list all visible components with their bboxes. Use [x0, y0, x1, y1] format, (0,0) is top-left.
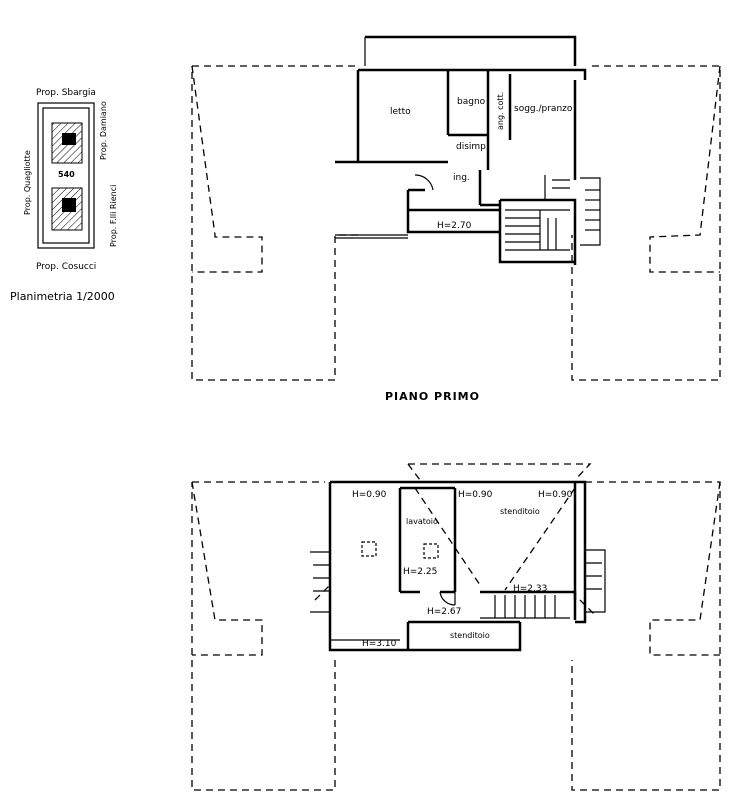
attic-dormer-outline	[407, 463, 592, 481]
laundry-door-swing	[439, 591, 456, 606]
balcony-top-wall	[365, 35, 577, 66]
side-stair	[580, 177, 601, 246]
site-parcel-number: 540	[58, 170, 75, 179]
neighbor-west-label: Prop. Quagliotte	[23, 150, 32, 215]
bathroom-walls	[446, 70, 490, 170]
attic-side-stair-right	[585, 549, 606, 613]
attic-height-mid-top: H=0.90	[458, 490, 493, 500]
first-floor-height-label: H=2.70	[437, 221, 472, 231]
small-stair	[544, 175, 570, 201]
attic-height-laundry: H=2.25	[403, 567, 437, 577]
drying-room-bottom-walls	[406, 620, 520, 650]
site-building-core-lower	[62, 198, 76, 212]
room-kitchenette-label: ang. cott.	[496, 92, 505, 130]
attic-side-stair-left	[310, 551, 331, 613]
storage-walls	[406, 170, 500, 234]
attic-plan: H=0.90 H=0.90 H=0.90 lavatoio stenditoio…	[191, 463, 721, 791]
attic-outer-walls	[328, 480, 587, 652]
neighbor-north-label: Prop. Sbargia	[36, 88, 96, 98]
site-building-core-upper	[62, 133, 76, 145]
attic-stairwell	[480, 590, 577, 620]
attic-roof-ridge-left	[191, 481, 263, 656]
room-drying-bottom-label: stenditoio	[450, 631, 490, 640]
attic-roof-outline	[191, 481, 721, 791]
room-laundry-label: lavatoio	[406, 517, 438, 526]
roof-ridge-right	[649, 65, 721, 273]
attic-height-stair: H=2.33	[513, 584, 547, 594]
neighbor-east-top-label: Prop. Damiano	[99, 101, 108, 160]
main-stairwell	[505, 209, 570, 251]
room-drying-top-label: stenditoio	[500, 507, 540, 516]
room-bathroom-label: bagno	[457, 97, 486, 107]
room-hallway-label: disimp.	[456, 142, 489, 152]
attic-height-right-top: H=0.90	[538, 490, 573, 500]
room-entrance-label: ing.	[453, 173, 470, 183]
stairwell-walls	[498, 198, 577, 265]
room-living-label: sogg./pranzo	[514, 104, 573, 114]
room-bedroom-label: letto	[390, 107, 411, 117]
attic-roof-ridge-right	[649, 481, 721, 656]
entrance-door-swing	[414, 174, 434, 191]
neighbor-south-label: Prop. Cosucci	[36, 262, 96, 272]
first-floor-walls	[335, 68, 587, 180]
attic-height-left-top: H=0.90	[352, 490, 387, 500]
site-parcel-inner	[42, 107, 90, 244]
site-plan-caption: Planimetria 1/2000	[10, 290, 115, 303]
roof-ridge-left	[191, 65, 263, 273]
site-parcel-outline	[37, 102, 95, 249]
first-floor-plan: letto bagno ang. cott. sogg./pranzo disi…	[191, 35, 721, 403]
neighbor-east-bottom-label: Prop. F.lli Rienci	[109, 185, 118, 247]
first-floor-title: PIANO PRIMO	[385, 390, 480, 403]
site-plan: Prop. Sbargia 540 Prop. Quagliotte Prop.…	[10, 88, 118, 303]
attic-height-center: H=2.67	[427, 607, 461, 617]
skylight-right	[423, 543, 439, 559]
attic-height-bottom: H=3.10	[362, 639, 397, 649]
skylight-left	[361, 541, 377, 557]
laundry-walls	[398, 486, 457, 594]
